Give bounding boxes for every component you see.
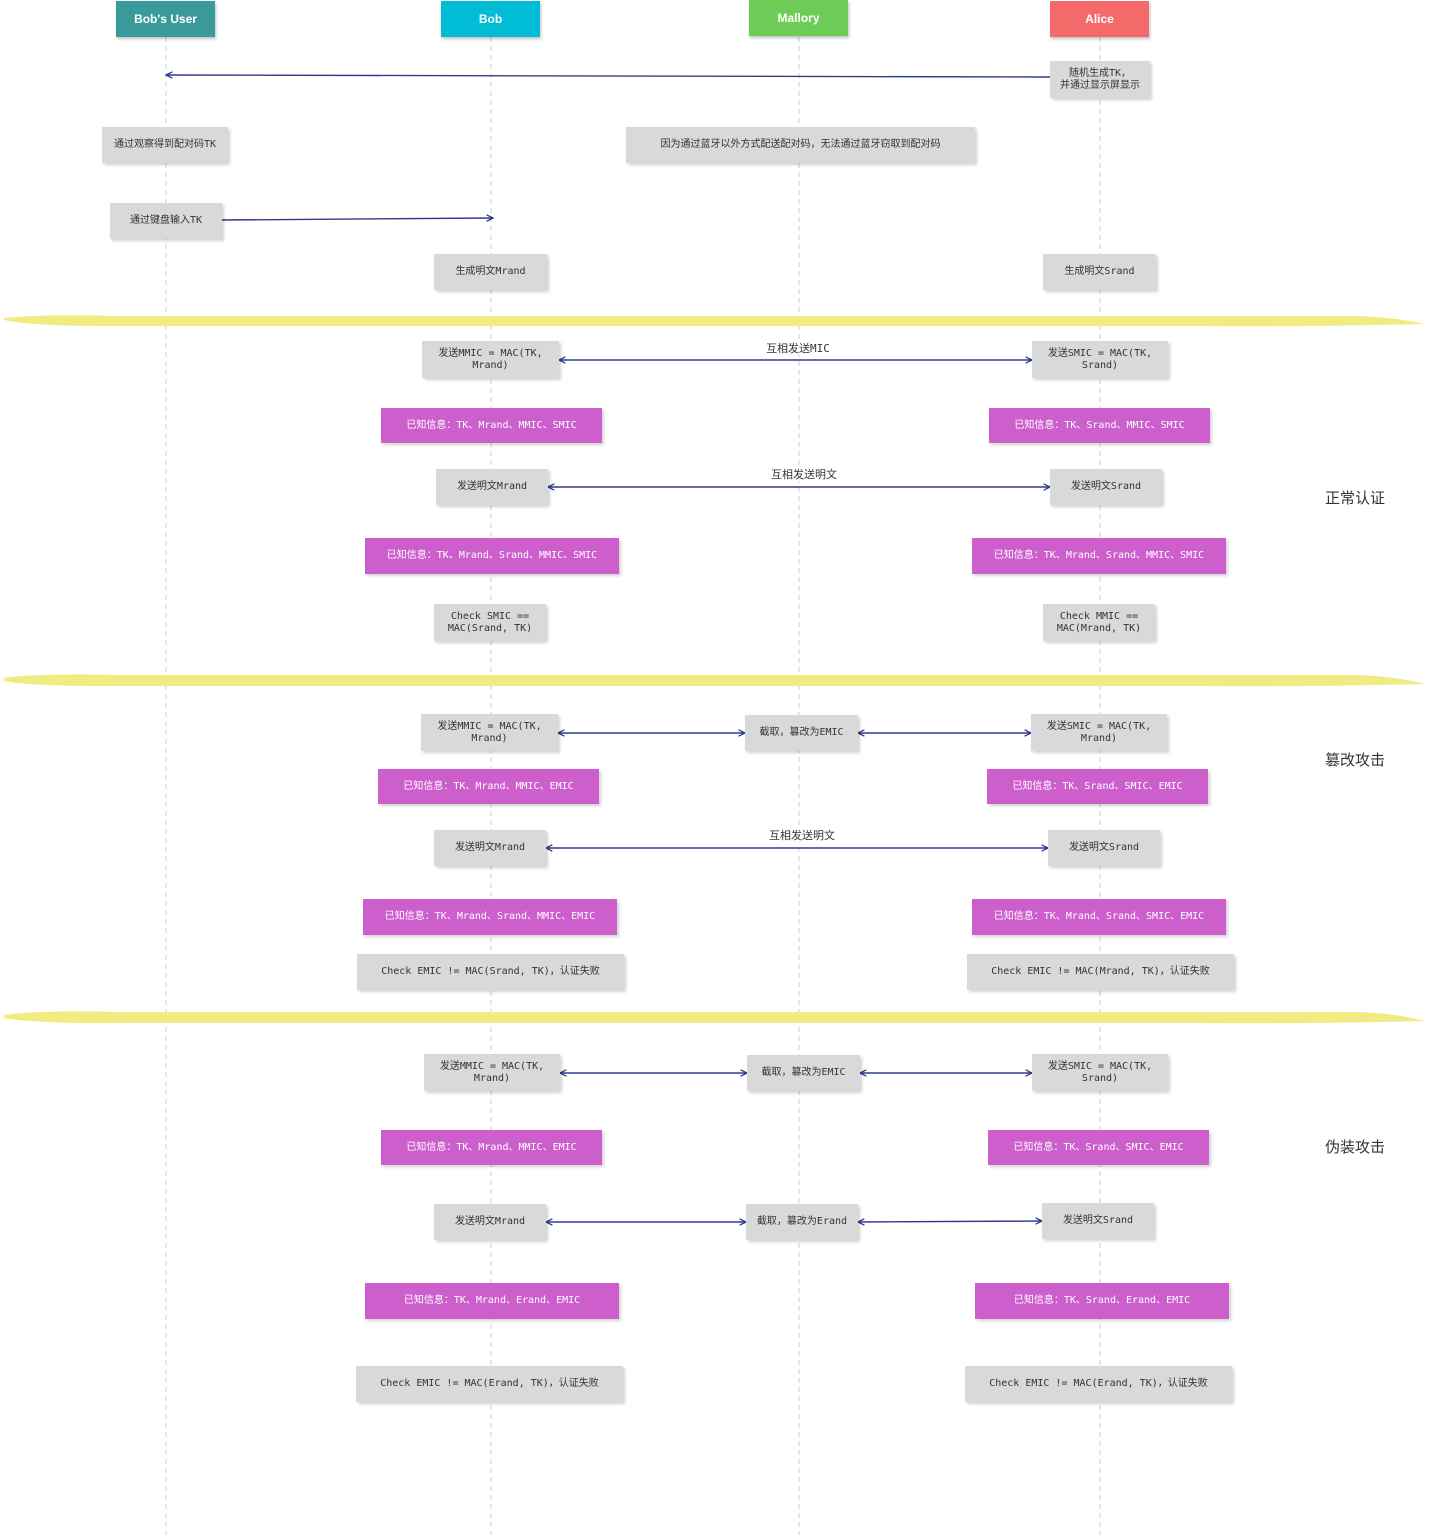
note-bob-known-2: 已知信息：TK、Mrand、Srand、MMIC、SMIC bbox=[365, 538, 619, 574]
arrow-user-to-bob bbox=[221, 218, 493, 220]
arrow-spoof-mallory-alice-rand bbox=[858, 1221, 1042, 1222]
note-alice-generate-tk: 随机生成TK， 并通过显示屏显示 bbox=[1050, 61, 1150, 98]
divider-1 bbox=[4, 315, 1425, 327]
note-spoof-mallory-intercept-mic: 截取，篡改为EMIC bbox=[747, 1055, 860, 1091]
actor-alice: Alice bbox=[1050, 1, 1149, 37]
note-spoof-alice-send-smic: 发送SMIC = MAC(TK, Srand) bbox=[1032, 1054, 1168, 1091]
note-user-observe-tk: 通过观察得到配对码TK bbox=[102, 127, 228, 163]
note-tamper-bob-known-1: 已知信息：TK、Mrand、MMIC、EMIC bbox=[378, 769, 599, 804]
note-spoof-bob-check-fail: Check EMIC != MAC(Erand, TK)，认证失败 bbox=[356, 1366, 623, 1402]
note-spoof-alice-known-2: 已知信息：TK、Srand、Erand、EMIC bbox=[975, 1283, 1229, 1319]
arrow-alice-to-user bbox=[166, 75, 1051, 77]
note-tamper-alice-known-2: 已知信息：TK、Mrand、Srand、SMIC、EMIC bbox=[972, 899, 1226, 935]
msg-label-mic-exchange: 互相发送MIC bbox=[764, 342, 832, 355]
msg-label-tamper-plain-exchange: 互相发送明文 bbox=[767, 829, 837, 842]
note-tamper-bob-known-2: 已知信息：TK、Mrand、Srand、MMIC、EMIC bbox=[363, 899, 617, 935]
note-spoof-bob-send-mmic: 发送MMIC = MAC(TK, Mrand) bbox=[424, 1054, 560, 1091]
note-tamper-bob-check-fail: Check EMIC != MAC(Srand, TK)，认证失败 bbox=[357, 954, 624, 990]
section-label-normal: 正常认证 bbox=[1325, 489, 1386, 507]
note-spoof-bob-known-2: 已知信息：TK、Mrand、Erand、EMIC bbox=[365, 1283, 619, 1319]
note-tamper-bob-send-mmic: 发送MMIC = MAC(TK, Mrand) bbox=[421, 714, 558, 751]
note-spoof-alice-known-1: 已知信息：TK、Srand、SMIC、EMIC bbox=[988, 1130, 1209, 1165]
actor-bobs-user: Bob's User bbox=[116, 1, 215, 37]
divider-3 bbox=[4, 1011, 1425, 1024]
note-bob-check-smic: Check SMIC == MAC(Srand, TK) bbox=[434, 604, 546, 641]
actor-mallory: Mallory bbox=[749, 0, 848, 36]
actor-bob: Bob bbox=[441, 1, 540, 37]
note-spoof-alice-send-srand: 发送明文Srand bbox=[1042, 1203, 1154, 1239]
note-user-input-tk: 通过键盘输入TK bbox=[110, 203, 222, 239]
note-alice-known-1: 已知信息：TK、Srand、MMIC、SMIC bbox=[989, 408, 1210, 443]
note-spoof-bob-known-1: 已知信息：TK、Mrand、MMIC、EMIC bbox=[381, 1130, 602, 1165]
note-tamper-mallory-intercept: 截取，篡改为EMIC bbox=[745, 715, 858, 751]
note-alice-generate-srand: 生成明文Srand bbox=[1043, 254, 1156, 290]
note-spoof-bob-send-mrand: 发送明文Mrand bbox=[434, 1204, 546, 1240]
section-label-spoof: 伪装攻击 bbox=[1325, 1138, 1386, 1156]
note-tamper-alice-check-fail: Check EMIC != MAC(Mrand, TK)，认证失败 bbox=[967, 954, 1234, 990]
note-alice-check-mmic: Check MMIC == MAC(Mrand, TK) bbox=[1043, 604, 1155, 641]
note-tamper-alice-known-1: 已知信息：TK、Srand、SMIC、EMIC bbox=[987, 769, 1208, 804]
note-mallory-cannot-steal: 因为通过蓝牙以外方式配送配对码，无法通过蓝牙窃取到配对码 bbox=[626, 127, 975, 163]
note-bob-generate-mrand: 生成明文Mrand bbox=[434, 254, 547, 290]
note-tamper-alice-send-smic: 发送SMIC = MAC(TK, Mrand) bbox=[1031, 714, 1167, 751]
note-alice-send-smic: 发送SMIC = MAC(TK, Srand) bbox=[1032, 341, 1168, 378]
msg-label-plain-exchange: 互相发送明文 bbox=[769, 468, 839, 481]
note-spoof-mallory-intercept-rand: 截取，篡改为Erand bbox=[746, 1204, 858, 1240]
note-tamper-bob-send-mrand: 发送明文Mrand bbox=[434, 830, 546, 866]
note-alice-known-2: 已知信息：TK、Mrand、Srand、MMIC、SMIC bbox=[972, 538, 1226, 574]
note-tamper-alice-send-srand: 发送明文Srand bbox=[1048, 830, 1160, 866]
section-label-tamper: 篡改攻击 bbox=[1325, 751, 1386, 769]
divider-2 bbox=[4, 674, 1425, 687]
note-bob-send-mrand: 发送明文Mrand bbox=[436, 469, 548, 505]
note-bob-known-1: 已知信息：TK、Mrand、MMIC、SMIC bbox=[381, 408, 602, 443]
note-alice-send-srand: 发送明文Srand bbox=[1050, 469, 1162, 505]
note-spoof-alice-check-fail: Check EMIC != MAC(Erand, TK)，认证失败 bbox=[965, 1366, 1232, 1402]
note-bob-send-mmic: 发送MMIC = MAC(TK, Mrand) bbox=[422, 341, 559, 378]
